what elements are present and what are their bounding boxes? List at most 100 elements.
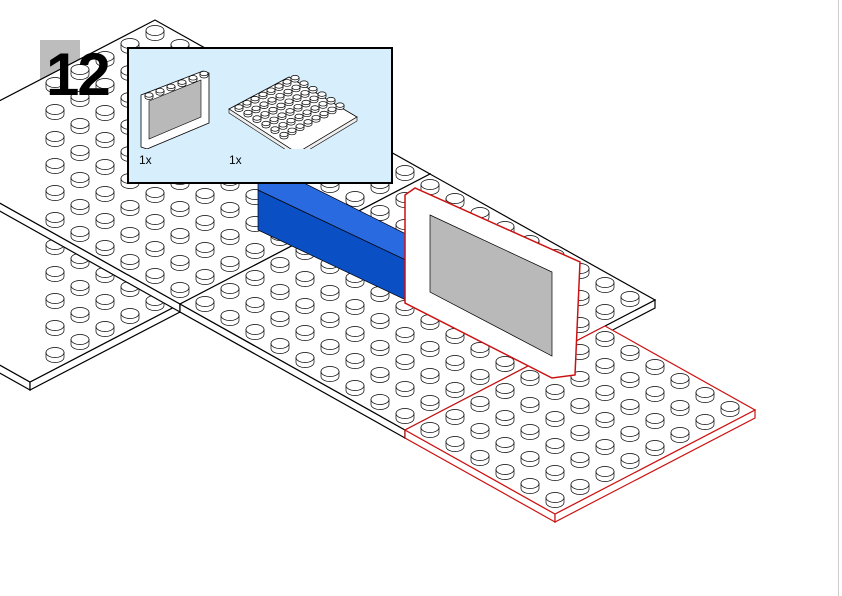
stud-top bbox=[327, 106, 337, 112]
stud-top bbox=[199, 70, 209, 77]
stud-top bbox=[45, 212, 65, 223]
stud-top bbox=[295, 298, 315, 309]
new-window-part bbox=[404, 187, 581, 379]
stud-top bbox=[279, 131, 289, 138]
stud-top bbox=[70, 172, 90, 183]
stud-top bbox=[95, 186, 115, 197]
stud-top bbox=[570, 425, 590, 436]
stud-top bbox=[295, 325, 315, 336]
parts-illustrations bbox=[140, 70, 358, 149]
stud-top bbox=[283, 88, 293, 95]
stud-top bbox=[195, 296, 215, 307]
parts-list-panel: 1x 1x bbox=[127, 47, 393, 184]
stud-top bbox=[320, 285, 340, 296]
stud-top bbox=[70, 334, 90, 345]
stud-top bbox=[245, 324, 265, 335]
stud-top bbox=[395, 381, 415, 392]
stud-top bbox=[310, 105, 320, 111]
stud-top bbox=[120, 227, 140, 238]
stud-top bbox=[645, 386, 665, 397]
stud-top bbox=[95, 213, 115, 224]
stud-top bbox=[70, 91, 90, 102]
stud-top bbox=[595, 331, 615, 342]
stud-top bbox=[345, 353, 365, 364]
stud-top bbox=[95, 294, 115, 305]
stud-top bbox=[270, 311, 290, 322]
stud-top bbox=[645, 413, 665, 424]
window-glass bbox=[429, 214, 553, 357]
stud-top bbox=[277, 112, 287, 118]
stud-top bbox=[620, 453, 640, 464]
stud-top bbox=[195, 215, 215, 226]
stud-top bbox=[245, 270, 265, 281]
stud-top bbox=[70, 145, 90, 156]
stud-top bbox=[70, 64, 90, 75]
stud-top bbox=[495, 464, 515, 475]
stud-top bbox=[495, 383, 515, 394]
stud-top bbox=[695, 387, 715, 398]
stud-top bbox=[345, 326, 365, 337]
stud-top bbox=[645, 359, 665, 370]
stud-top bbox=[245, 297, 265, 308]
stud-top bbox=[470, 423, 490, 434]
stud-top bbox=[45, 131, 65, 142]
stud-top bbox=[345, 380, 365, 391]
stud-top bbox=[276, 102, 286, 109]
stud-top bbox=[70, 118, 90, 129]
stud-top bbox=[595, 412, 615, 423]
stud-top bbox=[269, 116, 279, 122]
stud-top bbox=[95, 159, 115, 170]
stud-top bbox=[620, 399, 640, 410]
stud-top bbox=[195, 188, 215, 199]
stud-top bbox=[234, 104, 244, 110]
stud-top bbox=[145, 25, 165, 36]
part-quantity-plate: 1x bbox=[229, 153, 242, 167]
stud-top bbox=[45, 185, 65, 196]
stud-top bbox=[495, 437, 515, 448]
stud-top bbox=[195, 242, 215, 253]
stud-top bbox=[420, 422, 440, 433]
stud-top bbox=[470, 396, 490, 407]
stud-top bbox=[290, 75, 300, 81]
stud-top bbox=[120, 200, 140, 211]
stud-top bbox=[270, 257, 290, 268]
stud-top bbox=[470, 369, 490, 380]
stud-top bbox=[520, 370, 540, 381]
stud-top bbox=[250, 95, 260, 102]
stud-top bbox=[545, 465, 565, 476]
stud-top bbox=[270, 338, 290, 349]
stud-top bbox=[545, 438, 565, 449]
stud-top bbox=[335, 102, 345, 108]
stud-top bbox=[145, 268, 165, 279]
stud-top bbox=[45, 293, 65, 304]
stud-top bbox=[120, 308, 140, 319]
stud-top bbox=[645, 440, 665, 451]
stud-top bbox=[300, 90, 310, 96]
stud-top bbox=[295, 352, 315, 363]
stud-top bbox=[303, 119, 313, 125]
stud-top bbox=[420, 179, 440, 190]
stud-top bbox=[220, 283, 240, 294]
stud-top bbox=[284, 98, 294, 104]
stud-top bbox=[287, 127, 297, 133]
stud-top bbox=[345, 191, 365, 202]
stud-top bbox=[286, 117, 296, 124]
stud-top bbox=[445, 193, 465, 204]
stud-top bbox=[170, 255, 190, 266]
stud-top bbox=[370, 367, 390, 378]
stud-top bbox=[420, 341, 440, 352]
stud-top bbox=[243, 109, 253, 116]
stud-top bbox=[268, 106, 278, 113]
stud-top bbox=[291, 84, 301, 90]
stud-top bbox=[170, 282, 190, 293]
stud-top bbox=[326, 96, 336, 103]
stud-top bbox=[242, 100, 252, 106]
step-number: 12 bbox=[46, 41, 111, 108]
stud-top bbox=[620, 426, 640, 437]
stud-top bbox=[45, 266, 65, 277]
stud-top bbox=[220, 229, 240, 240]
stud-top bbox=[245, 243, 265, 254]
stud-top bbox=[95, 240, 115, 251]
stud-top bbox=[545, 492, 565, 503]
